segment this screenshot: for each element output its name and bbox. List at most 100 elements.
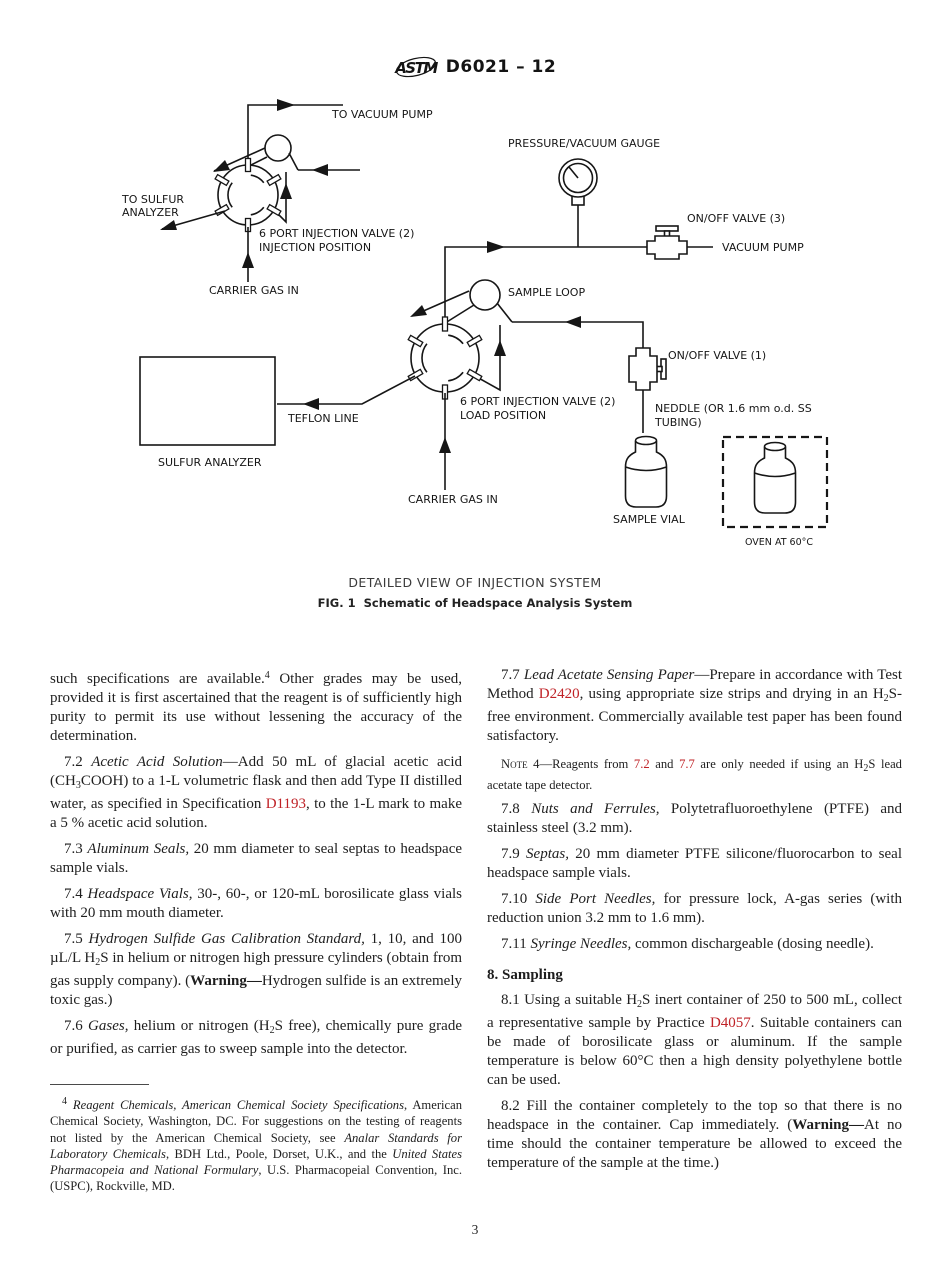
text-segment: 8.1 Using a suitable H <box>501 992 638 1009</box>
label-needle-1: NEDDLE (OR 1.6 mm o.d. SS <box>655 402 812 415</box>
text-segment: , to the 1-L mark to make a 5 % acetic a… <box>50 796 462 831</box>
text-segment: helium or nitrogen (H <box>128 1018 270 1034</box>
label-vacuum-pump: VACUUM PUMP <box>722 241 804 254</box>
text-segment: , American Chemical Society, Washington,… <box>50 1098 462 1145</box>
text-segment: 7.8 <box>501 801 532 818</box>
doc-reference-link[interactable]: D4057 <box>709 1015 751 1032</box>
oven-box <box>721 435 829 529</box>
text-segment: Gases, <box>88 1018 129 1034</box>
label-sulfur-analyzer: SULFUR ANALYZER <box>158 456 262 469</box>
text-segment: Reagent Chemicals, American Chemical Soc… <box>72 1098 404 1112</box>
text-segment: —Reagents from <box>539 757 634 771</box>
text-segment: 8. Sampling <box>487 967 563 984</box>
text-segment: —Prepare in accordance with Test Method <box>487 667 902 702</box>
astm-logo: ASTM <box>394 56 438 78</box>
on-off-valve-1 <box>628 347 658 391</box>
text-segment: Nuts and Ferrules, <box>531 801 660 818</box>
sample-loop-bottom <box>469 279 501 311</box>
label-valve-3: ON/OFF VALVE (3) <box>687 212 785 225</box>
gauge-assembly: PRESSURE/VACUUM GAUGE ON/OFF VALVE (3) V… <box>444 137 804 324</box>
vial-assembly: ON/OFF VALVE (1) NEDDLE (OR 1.6 mm o.d. … <box>613 347 829 548</box>
text-segment: 20 mm diameter PTFE silicone/fluorocarbo… <box>487 846 902 882</box>
text-segment: United States Pharmacopeia and National … <box>50 1146 462 1178</box>
doc-reference-link[interactable]: 7.2 <box>633 757 650 771</box>
text-segment: S-free environment. Commercially availab… <box>487 686 902 744</box>
arrow-right-icon <box>277 99 295 111</box>
arrow-left-icon <box>312 164 328 176</box>
figure-1-diagram: TO VACUUM PUMP TO SULFUR ANALYZER CAR <box>121 99 829 548</box>
paragraph: 7.9 Septas, 20 mm diameter PTFE silicone… <box>487 845 902 883</box>
doc-reference-link[interactable]: 7.7 <box>679 757 695 771</box>
arrow-up-icon <box>439 437 451 453</box>
label-to-sulfur-1: TO SULFUR <box>121 193 184 206</box>
text-segment: S in helium or nitrogen high pressure cy… <box>50 950 462 989</box>
label-to-sulfur-2: ANALYZER <box>122 206 179 219</box>
text-segment: Analar Standards for Laboratory Chemical… <box>50 1130 462 1161</box>
sample-loop-top <box>264 134 292 162</box>
text-segment: for pressure lock, A-gas series (with re… <box>487 891 903 927</box>
text-segment: 1, 10, and 100 µL/L H <box>50 931 462 966</box>
text-segment: 2 <box>269 1025 275 1036</box>
text-segment: 7.9 <box>501 846 527 863</box>
astm-logo-text: ASTM <box>394 59 438 77</box>
text-segment: 7.10 <box>501 891 536 908</box>
footnote: 4 Reagent Chemicals, American Chemical S… <box>50 1084 462 1195</box>
label-valve-top-1: 6 PORT INJECTION VALVE (2) <box>259 227 414 240</box>
on-off-valve-3 <box>646 235 688 260</box>
label-pressure-gauge: PRESSURE/VACUUM GAUGE <box>508 137 660 150</box>
text-segment: 7.2 <box>64 754 92 770</box>
text-segment: Hydrogen Sulfide Gas Calibration Standar… <box>88 931 365 947</box>
arrow-up-icon <box>494 340 506 356</box>
paragraph: 8.1 Using a suitable H2S inert container… <box>487 991 902 1090</box>
sample-vial <box>624 435 668 508</box>
text-segment: 2 <box>863 763 869 774</box>
text-segment: Polytetrafluoroethylene (PTFE) and stain… <box>487 801 903 837</box>
doc-code: D6021 – 12 <box>445 57 557 77</box>
text-segment: Hydrogen sulfide is an extremely toxic g… <box>50 973 462 1008</box>
doc-reference-link[interactable]: D2420 <box>538 686 580 702</box>
paragraph: 7.8 Nuts and Ferrules, Polytetrafluoroet… <box>487 800 902 838</box>
text-segment: Acetic Acid Solution <box>91 754 223 770</box>
footnote-rule <box>50 1084 149 1085</box>
page-number: 3 <box>471 1222 479 1237</box>
text-segment: S inert container of 250 to 500 mL, coll… <box>487 992 903 1032</box>
label-valve-bottom-1: 6 PORT INJECTION VALVE (2) <box>460 395 615 408</box>
text-segment: 7.7 <box>501 667 524 683</box>
arrow-up-icon <box>280 183 292 199</box>
text-segment: , BDH Ltd., Poole, Dorset, U.K., and the <box>165 1146 393 1161</box>
label-valve-1: ON/OFF VALVE (1) <box>668 349 766 362</box>
paragraph: such specifications are available.4 Othe… <box>50 666 462 746</box>
label-sample-loop: SAMPLE LOOP <box>508 286 585 299</box>
text-segment: . Suitable containers can be made of bor… <box>487 1015 902 1089</box>
label-carrier-gas-bottom: CARRIER GAS IN <box>408 493 498 506</box>
text-segment: COOH) to a 1-L volumetric flask and then… <box>50 773 462 812</box>
right-column: 7.7 Lead Acetate Sensing Paper—Prepare i… <box>487 666 902 1173</box>
text-segment: 8.2 Fill the container completely to the… <box>487 1098 902 1134</box>
text-segment: Lead Acetate Sensing Paper <box>523 667 695 683</box>
paragraph: 7.7 Lead Acetate Sensing Paper—Prepare i… <box>487 666 902 746</box>
sulfur-analyzer-box <box>139 356 276 446</box>
text-segment: such specifications are available. <box>50 671 265 687</box>
figure-subtitle: DETAILED VIEW OF INJECTION SYSTEM <box>348 575 602 590</box>
label-to-vacuum-pump: TO VACUUM PUMP <box>331 108 433 121</box>
text-segment: —Add 50 mL of glacial acetic acid (CH <box>50 754 462 789</box>
label-carrier-gas-top: CARRIER GAS IN <box>209 284 299 297</box>
paragraph: Note 4—Reagents from 7.2 and 7.7 are onl… <box>487 756 902 793</box>
label-valve-bottom-2: LOAD POSITION <box>460 409 546 422</box>
text-segment: S lead acetate tape detector. <box>487 757 902 793</box>
document-body: such specifications are available.4 Othe… <box>50 666 902 1173</box>
arrow-left-icon <box>303 398 319 410</box>
text-segment: 4 <box>264 670 270 681</box>
text-segment: 2 <box>95 957 101 968</box>
text-segment: common dischargeable (dosing needle). <box>631 936 874 953</box>
text-segment: Note 4 <box>501 757 540 771</box>
label-teflon-line: TEFLON LINE <box>287 412 359 425</box>
arrow-up-icon <box>242 252 254 268</box>
doc-reference-link[interactable]: D1193 <box>265 796 306 812</box>
gauge-needle <box>568 166 579 179</box>
arrow-right-icon <box>487 241 505 253</box>
arrow-downleft-icon <box>410 305 427 317</box>
top-valve-assembly: TO VACUUM PUMP TO SULFUR ANALYZER CAR <box>121 99 433 297</box>
text-segment: S free), chemically pure grade or purifi… <box>50 1018 462 1057</box>
injection-valve-top <box>217 164 279 226</box>
